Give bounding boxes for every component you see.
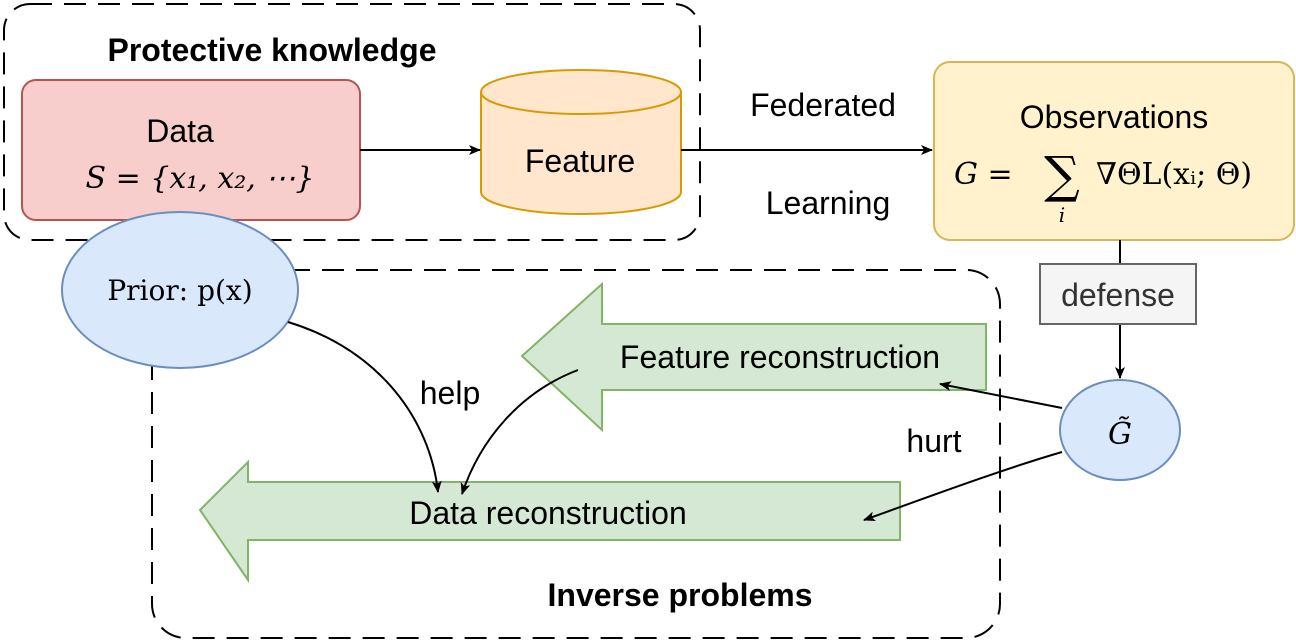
data-box-formula: S = {x₁, x₂, ⋯} <box>86 161 315 196</box>
federated-label: Federated <box>750 87 896 123</box>
sum-symbol: ∑ <box>1044 146 1080 204</box>
observations-title: Observations <box>1020 99 1209 135</box>
hurt-label: hurt <box>906 423 961 459</box>
prior-help-edge <box>287 321 442 493</box>
prior-node[interactable] <box>61 211 299 369</box>
observations-formula-rhs: ∇ΘL(xᵢ; Θ) <box>1096 157 1252 192</box>
g-tilde-node[interactable] <box>1059 379 1181 481</box>
prior-label: Prior: p(x) <box>107 274 252 307</box>
observations-formula-lhs: G = <box>954 157 1013 192</box>
help-label: help <box>420 375 481 411</box>
protective-knowledge-group <box>3 3 701 241</box>
sum-index: i <box>1059 203 1065 227</box>
feature-reconstruction-label: Feature reconstruction <box>620 339 940 375</box>
data-box-title: Data <box>146 113 214 149</box>
feature-reconstruction-arrow[interactable] <box>520 281 987 433</box>
data-reconstruction-label: Data reconstruction <box>409 495 686 531</box>
inverse-problems-title: Inverse problems <box>548 577 813 613</box>
data-box[interactable] <box>21 79 361 221</box>
gtilde-to-data-recon-edge <box>863 451 1063 522</box>
gtilde-to-feature-recon-edge <box>939 381 1063 409</box>
feature-label: Feature <box>525 143 635 179</box>
inverse-problems-group <box>151 269 1001 639</box>
g-tilde-label: G̃ <box>1108 417 1132 452</box>
defense-label-box <box>1039 263 1197 325</box>
learning-label: Learning <box>766 185 891 221</box>
protective-knowledge-title: Protective knowledge <box>108 32 437 68</box>
feature-cylinder[interactable] <box>480 69 682 215</box>
observations-box[interactable] <box>933 61 1295 241</box>
defense-label: defense <box>1061 277 1175 313</box>
data-reconstruction-arrow[interactable] <box>198 459 901 584</box>
feature-recon-to-data-recon-edge <box>460 369 579 495</box>
